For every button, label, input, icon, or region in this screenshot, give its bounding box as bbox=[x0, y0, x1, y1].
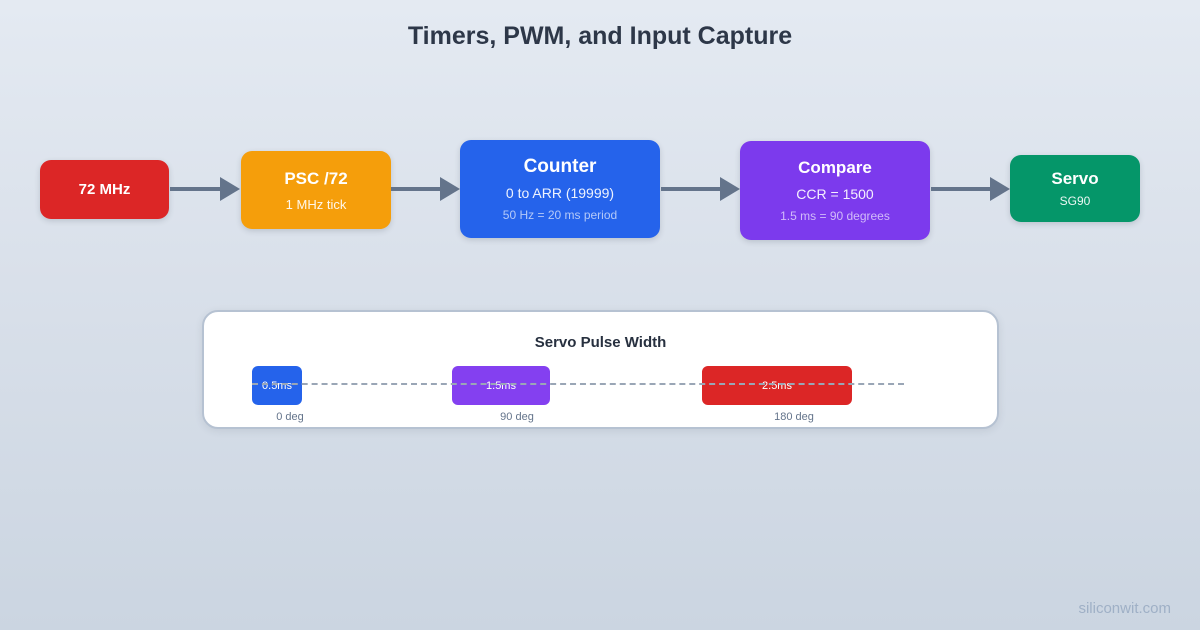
arrow-head bbox=[220, 177, 240, 201]
watermark: siliconwit.com bbox=[1078, 600, 1171, 617]
servo-pulse-width-panel: Servo Pulse Width 0.5ms 1.5ms 2.5ms 0 de… bbox=[202, 310, 999, 429]
block-prescaler: PSC /72 1 MHz tick bbox=[241, 151, 391, 229]
block-subtitle: 1 MHz tick bbox=[285, 196, 347, 212]
flow-arrow-icon bbox=[170, 177, 240, 201]
block-title: Counter bbox=[523, 155, 597, 177]
pulse-time-label: 1.5ms bbox=[486, 379, 516, 392]
arrow-line bbox=[661, 187, 723, 191]
block-compare: Compare CCR = 1500 1.5 ms = 90 degrees bbox=[740, 141, 930, 240]
block-clock-72mhz: 72 MHz bbox=[40, 160, 169, 219]
block-subtitle: 0 to ARR (19999) bbox=[505, 184, 615, 201]
block-title: 72 MHz bbox=[78, 180, 131, 198]
block-title: Servo bbox=[1051, 168, 1099, 188]
pulse-time-label: 0.5ms bbox=[262, 379, 292, 392]
block-servo: Servo SG90 bbox=[1010, 155, 1140, 222]
angle-label: 0 deg bbox=[276, 411, 304, 423]
flow-arrow-icon bbox=[931, 177, 1010, 201]
block-title: Compare bbox=[798, 158, 872, 177]
pulse-time-label: 2.5ms bbox=[762, 379, 792, 392]
flow-arrow-icon bbox=[391, 177, 460, 201]
block-counter: Counter 0 to ARR (19999) 50 Hz = 20 ms p… bbox=[460, 140, 660, 238]
pulse-0-5ms: 0.5ms bbox=[252, 366, 302, 405]
arrow-head bbox=[440, 177, 460, 201]
arrow-head bbox=[720, 177, 740, 201]
block-title: PSC /72 bbox=[284, 168, 348, 188]
panel-title: Servo Pulse Width bbox=[534, 334, 667, 351]
block-subtitle: SG90 bbox=[1059, 193, 1091, 208]
arrow-line bbox=[931, 187, 993, 191]
arrow-head bbox=[990, 177, 1010, 201]
angle-label: 90 deg bbox=[500, 411, 534, 423]
block-subtitle: CCR = 1500 bbox=[796, 186, 874, 202]
block-detail: 1.5 ms = 90 degrees bbox=[780, 209, 890, 223]
angle-label: 180 deg bbox=[774, 411, 814, 423]
arrow-line bbox=[391, 187, 443, 191]
timeline-dashed-line bbox=[252, 383, 904, 385]
block-detail: 50 Hz = 20 ms period bbox=[502, 207, 618, 222]
pulse-1-5ms: 1.5ms bbox=[452, 366, 550, 405]
pulse-2-5ms: 2.5ms bbox=[702, 366, 852, 405]
arrow-line bbox=[170, 187, 223, 191]
flow-arrow-icon bbox=[661, 177, 740, 201]
diagram-title: Timers, PWM, and Input Capture bbox=[407, 22, 793, 50]
